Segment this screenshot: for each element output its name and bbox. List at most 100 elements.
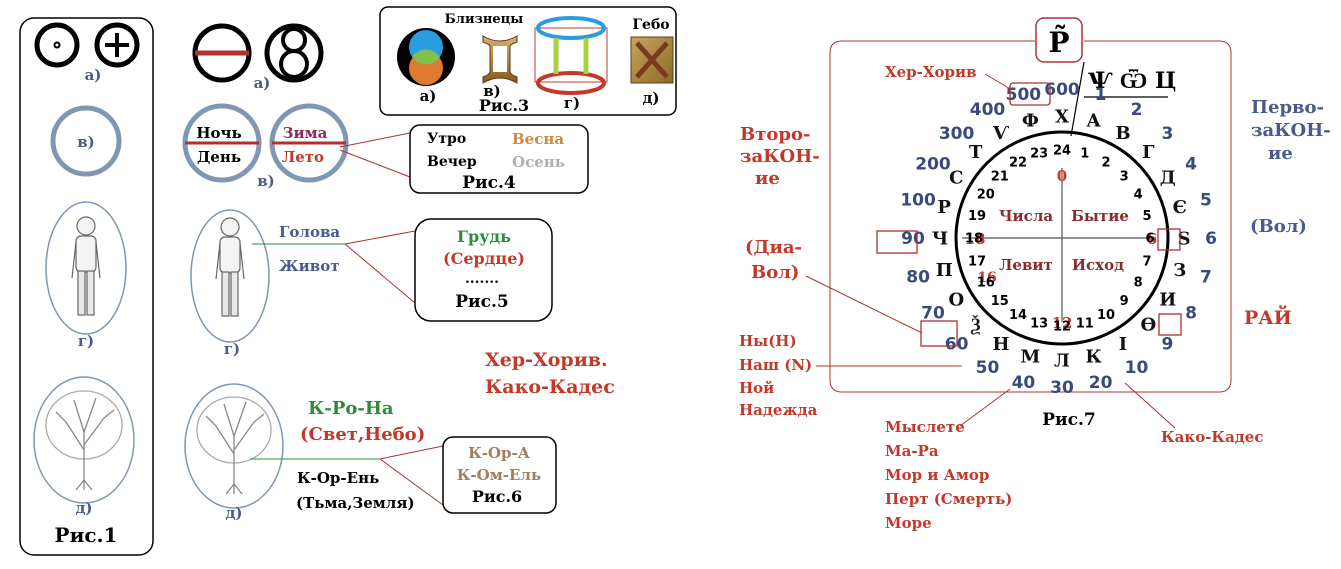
letter-label-2: В — [1115, 123, 1130, 144]
tree-icon — [196, 396, 272, 495]
fig1-panel: а) в) г) д) Рис.1 — [19, 17, 154, 556]
chest-label: Грудь — [457, 227, 511, 246]
inner-twelve: 12 — [1052, 314, 1073, 332]
letter-label-16: О — [948, 290, 964, 311]
letter-label-11: К — [1085, 346, 1102, 367]
letter-label-10: І — [1119, 334, 1127, 355]
box-90 — [876, 230, 918, 254]
pervo-line3: ие — [1268, 143, 1293, 164]
fig1-ring — [50, 105, 122, 177]
value-label-6: 6 — [1205, 229, 1217, 249]
letter-label-21: Т — [969, 142, 983, 163]
main-circle — [954, 130, 1170, 346]
hour-label-5: 5 — [1142, 209, 1151, 224]
mys-line4: Перт (Смерть) — [885, 490, 1012, 508]
value-label-18: 90 — [901, 229, 925, 249]
value-label-22: 400 — [970, 100, 1006, 120]
gemini-label: Близнецы — [445, 12, 524, 27]
fig6-caption: Рис.6 — [472, 487, 522, 506]
iskhod-label: Исход — [1072, 256, 1124, 274]
koren-label: К-Ор-Ень — [297, 469, 379, 487]
box-9 — [1158, 313, 1182, 336]
fig7-caption: Рис.7 — [1042, 410, 1096, 430]
letter-label-5: Є — [1173, 197, 1187, 218]
bytie-label: Бытие — [1071, 207, 1129, 225]
value-label-11: 20 — [1089, 373, 1113, 393]
value-label-19: 100 — [900, 191, 936, 211]
top-letters-right: Ѱ Ѿ Ц — [1088, 68, 1176, 94]
fig2-label-a: а) — [254, 74, 271, 92]
value-label-12: 30 — [1050, 378, 1074, 398]
fig1-caption: Рис.1 — [55, 523, 118, 547]
hour-label-11: 11 — [1076, 317, 1094, 332]
fig1-tree-ellipse — [33, 376, 135, 504]
komel-label: К-Ом-Ель — [457, 466, 541, 484]
fig3-label-a: а) — [420, 87, 437, 105]
ny-line4: Надежда — [739, 401, 818, 419]
chisla-label: Числа — [999, 207, 1054, 225]
hour-label-14: 14 — [1009, 308, 1027, 323]
mys-line1: Мыслете — [885, 418, 965, 436]
top-letter: Р̃ — [1048, 24, 1069, 59]
dual-circle-icon — [397, 28, 455, 86]
dark-earth-label: (Тьма,Земля) — [296, 494, 415, 512]
value-label-0: 600 — [1044, 80, 1080, 100]
fig4-caption: Рис.4 — [462, 173, 516, 193]
inner-six: 6 — [1147, 230, 1157, 248]
value-label-17: 80 — [906, 268, 930, 288]
autumn-label: Осень — [512, 153, 565, 171]
top-letter-box — [1035, 17, 1083, 63]
inner-eighteen: 18 — [965, 230, 986, 248]
inner-sixteen: 16 — [977, 270, 996, 286]
box-6 — [1157, 228, 1181, 251]
value-label-1: 1 — [1095, 85, 1107, 105]
rai-label: РАЙ — [1244, 305, 1292, 329]
fig3-label-d: д) — [642, 89, 659, 107]
dots-label: ....... — [465, 271, 499, 287]
hour-label-2: 2 — [1101, 156, 1110, 171]
gebo-rune-icon — [630, 36, 674, 84]
tree-icon — [45, 390, 123, 491]
fig5-caption: Рис.5 — [455, 292, 509, 312]
hour-label-18: 18 — [965, 232, 983, 247]
person-icon — [71, 216, 101, 316]
ny-line3: Ной — [739, 379, 774, 397]
fig6-panel: К-Ор-А К-Ом-Ель Рис.6 — [379, 436, 557, 514]
letter-label-9: Ѳ — [1140, 315, 1156, 336]
head-label: Голова — [279, 223, 340, 241]
fig1-label-d: д) — [75, 499, 92, 517]
hour-label-1: 1 — [1080, 147, 1089, 162]
value-label-20: 200 — [915, 155, 951, 175]
vtoro-line3: ие — [755, 168, 780, 189]
fig1-label-a: а) — [85, 66, 102, 84]
kherkhoriv-top-label: Хер-Хорив — [885, 63, 977, 81]
kherkhoriv-label: Хер-Хорив. — [485, 349, 608, 371]
day-label: День — [197, 148, 241, 166]
letter-label-13: М — [1020, 346, 1040, 367]
value-label-3: 3 — [1161, 124, 1173, 144]
dia-line1: (Диа- — [745, 237, 802, 258]
hour-label-12: 12 — [1053, 320, 1071, 335]
hour-label-20: 20 — [977, 188, 995, 203]
hour-label-17: 17 — [968, 255, 986, 270]
value-label-5: 5 — [1200, 191, 1212, 211]
value-label-14: 50 — [976, 358, 1000, 378]
mys-line3: Мор и Амор — [885, 466, 989, 484]
value-label-21: 300 — [939, 124, 975, 144]
letter-label-22: Ѵ — [993, 123, 1010, 144]
box-600 — [1009, 82, 1051, 106]
circle-eight-icon — [264, 23, 324, 83]
letter-label-14: Н — [992, 334, 1009, 355]
levit-label: Левит — [999, 256, 1053, 274]
hour-label-16: 16 — [977, 276, 995, 291]
letter-label-18: Ч — [932, 229, 948, 250]
box-60 — [920, 320, 958, 347]
hour-label-10: 10 — [1097, 308, 1115, 323]
hour-label-19: 19 — [968, 209, 986, 224]
value-label-9: 9 — [1161, 335, 1173, 355]
letter-label-3: Г — [1142, 142, 1155, 163]
ny-line2: Наш (N) — [739, 356, 812, 374]
summer-label: Лето — [282, 148, 324, 166]
vol-label: (Вол) — [1250, 216, 1307, 237]
